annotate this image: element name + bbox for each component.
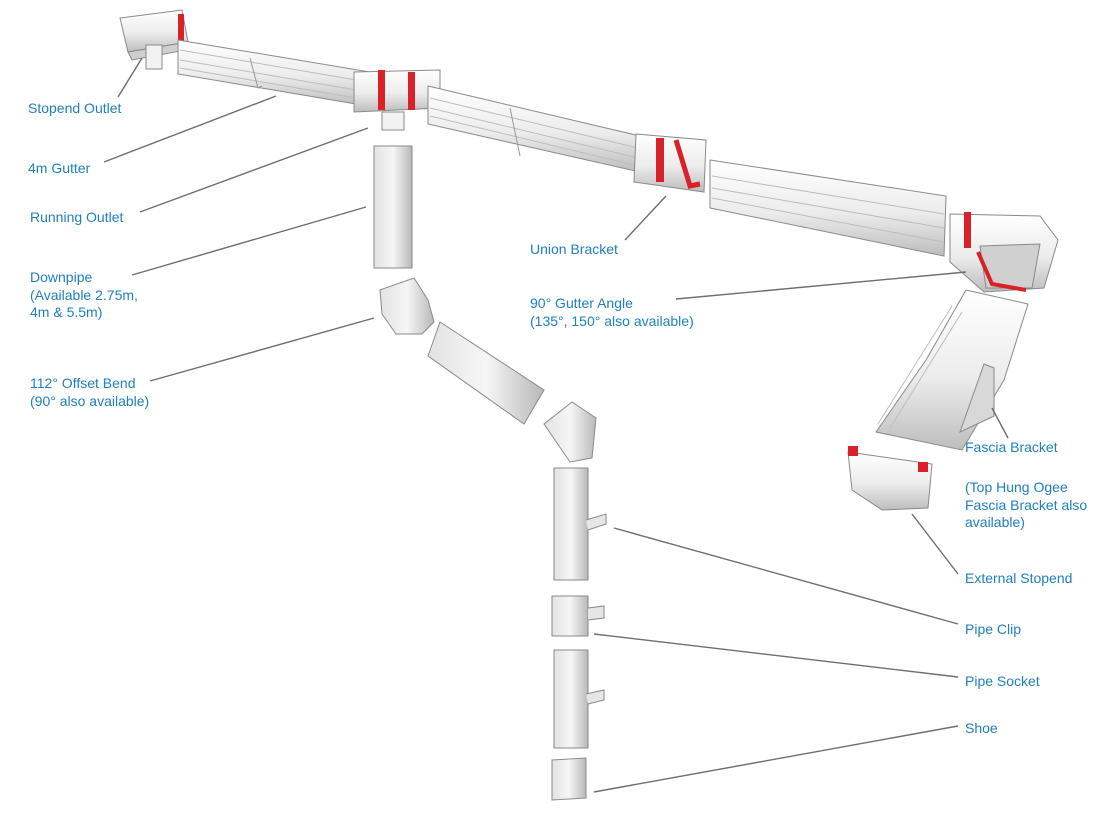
label-union-bracket: Union Bracket [530, 241, 618, 259]
leader-offset-bend [149, 317, 375, 382]
bottom-pipe-part [553, 649, 605, 749]
leader-fascia-bracket [991, 407, 1009, 439]
leader-running-outlet [139, 127, 369, 213]
leader-4m-gutter [103, 95, 277, 163]
label-line: (Top Hung Ogee [965, 479, 1068, 495]
label-line: Shoe [965, 720, 998, 736]
label-line: 4m & 5.5m) [30, 304, 103, 320]
label-line: Pipe Clip [965, 621, 1022, 637]
stopend-outlet-part [119, 9, 189, 70]
leader-pipe-clip [613, 527, 959, 625]
side-gutter-part [875, 289, 1029, 451]
label-line: available) [965, 514, 1025, 530]
pipe-socket-part [551, 595, 605, 637]
running-outlet-part [353, 69, 441, 131]
label-fascia-bracket: Fascia Bracket [965, 439, 1058, 457]
offset-pipe-part [427, 321, 545, 425]
label-external-stopend: External Stopend [965, 570, 1072, 588]
gutter-4m-part [177, 39, 371, 107]
gutter-angle-part [949, 212, 1059, 293]
shoe-part [551, 757, 587, 801]
union-bracket-part [633, 133, 707, 193]
label-4m-gutter: 4m Gutter [28, 160, 90, 178]
label-line: Stopend Outlet [28, 100, 122, 116]
label-line: Running Outlet [30, 209, 124, 225]
fascia-bracket-part [959, 363, 995, 433]
label-running-outlet: Running Outlet [30, 209, 123, 227]
label-line: Fascia Bracket [965, 439, 1058, 455]
leader-pipe-socket [593, 633, 959, 678]
label-line: (Available 2.75m, [30, 286, 138, 303]
label-gutter-angle: 90° Gutter Angle (135°, 150° also availa… [530, 295, 694, 330]
label-line: (90° also available) [30, 392, 150, 409]
offset-bend-part [379, 277, 435, 335]
label-line: Fascia Bracket also [965, 496, 1088, 513]
second-bend-part [543, 401, 597, 463]
downpipe-part [373, 145, 413, 269]
leader-stopend-outlet [117, 57, 143, 98]
label-line: 112° Offset Bend [30, 375, 136, 391]
leader-shoe [593, 725, 959, 793]
leader-gutter-angle [675, 271, 967, 300]
label-line: (135°, 150° also available) [530, 312, 694, 329]
external-stopend-part [847, 446, 933, 511]
lower-pipe-part [553, 467, 607, 581]
label-line: 4m Gutter [28, 160, 91, 176]
gutter-right-part [709, 159, 947, 257]
leader-downpipe [131, 206, 367, 276]
label-pipe-socket: Pipe Socket [965, 673, 1040, 691]
label-line: 90° Gutter Angle [530, 295, 633, 311]
label-top-hung-note: (Top Hung Ogee Fascia Bracket also avail… [965, 479, 1087, 532]
label-offset-bend: 112° Offset Bend (90° also available) [30, 375, 149, 410]
label-stopend-outlet: Stopend Outlet [28, 100, 121, 118]
label-line: External Stopend [965, 570, 1073, 586]
label-shoe: Shoe [965, 720, 998, 738]
label-line: Pipe Socket [965, 673, 1040, 689]
label-line: Downpipe [30, 269, 93, 285]
leader-union-bracket [624, 195, 667, 241]
label-pipe-clip: Pipe Clip [965, 621, 1021, 639]
label-downpipe: Downpipe (Available 2.75m, 4m & 5.5m) [30, 269, 138, 322]
label-line: Union Bracket [530, 241, 618, 257]
gutter-middle-part [427, 85, 641, 173]
leader-external-stopend [911, 513, 959, 575]
leader-lines [103, 57, 1009, 793]
